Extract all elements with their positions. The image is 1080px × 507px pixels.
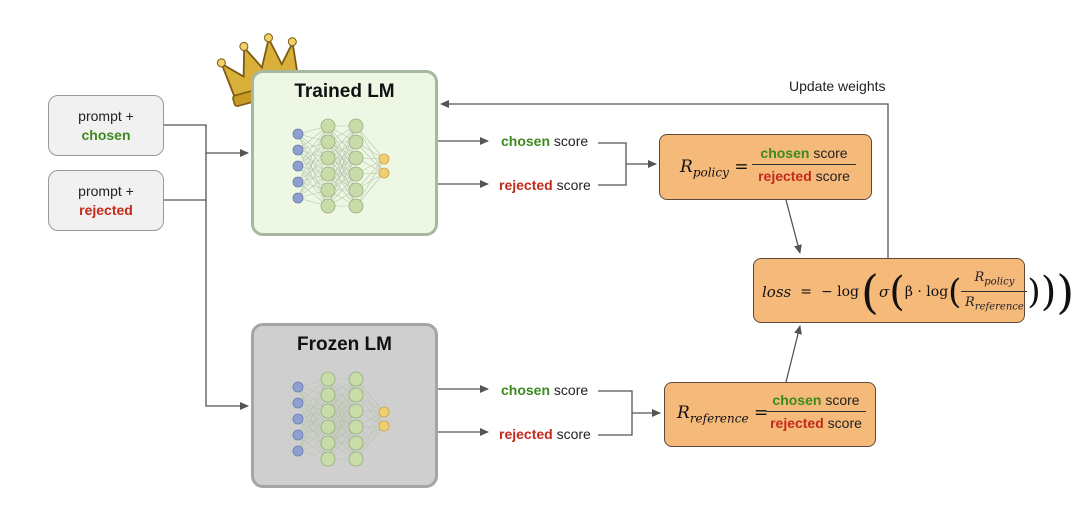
- policy-ratio-box: Rpolicy = chosen score rejected score: [659, 134, 872, 200]
- neuron-node: [378, 153, 390, 165]
- neuron-node: [320, 134, 336, 150]
- neural-net-icon: [292, 371, 390, 467]
- trained-chosen-score: chosen score: [501, 133, 589, 149]
- neuron-node: [292, 176, 304, 188]
- neuron-node: [292, 144, 304, 156]
- reference-fraction: chosen score rejected score: [763, 392, 869, 431]
- neuron-node: [348, 419, 364, 435]
- neuron-node: [320, 118, 336, 134]
- input-box-rejected: prompt + rejected: [48, 170, 164, 231]
- neuron-node: [320, 387, 336, 403]
- reference-symbol: Rreference =: [677, 403, 769, 426]
- reference-ratio-box: Rreference = chosen score rejected score: [664, 382, 876, 447]
- neuron-node: [378, 420, 390, 432]
- neuron-node: [348, 451, 364, 467]
- neuron-node: [320, 419, 336, 435]
- input-chosen-label: chosen: [81, 126, 131, 143]
- neuron-node: [292, 445, 304, 457]
- neuron-node: [348, 182, 364, 198]
- frozen-score-arrows: [438, 385, 661, 436]
- neuron-node: [348, 166, 364, 182]
- input-rejected-label: rejected: [79, 201, 133, 218]
- neuron-node: [348, 198, 364, 214]
- neuron-node: [348, 403, 364, 419]
- neuron-node: [320, 198, 336, 214]
- neuron-node: [348, 387, 364, 403]
- neuron-node: [292, 413, 304, 425]
- input-connectors: [164, 124, 249, 410]
- neuron-node: [320, 435, 336, 451]
- loss-arrows: [785, 199, 802, 383]
- neuron-node: [320, 150, 336, 166]
- neuron-node: [348, 435, 364, 451]
- neuron-node: [320, 403, 336, 419]
- neuron-node: [292, 397, 304, 409]
- policy-fraction: chosen score rejected score: [748, 145, 860, 184]
- neuron-node: [348, 150, 364, 166]
- trained-lm-box: Trained LM: [251, 70, 438, 236]
- neural-net-icon: [292, 118, 390, 214]
- trained-rejected-score: rejected score: [499, 177, 591, 193]
- neuron-node: [348, 134, 364, 150]
- neuron-node: [292, 192, 304, 204]
- neuron-node: [320, 182, 336, 198]
- update-weights-label: Update weights: [789, 78, 886, 94]
- neuron-node: [320, 166, 336, 182]
- trained-score-arrows: [438, 137, 657, 188]
- neuron-node: [292, 128, 304, 140]
- frozen-lm-title: Frozen LM: [297, 334, 392, 355]
- frozen-chosen-score: chosen score: [501, 382, 589, 398]
- input-prompt-label: prompt +: [78, 107, 134, 124]
- neuron-node: [348, 118, 364, 134]
- neuron-node: [378, 406, 390, 418]
- frozen-lm-box: Frozen LM: [251, 323, 438, 488]
- update-weights-arrow: [440, 100, 889, 258]
- frozen-rejected-score: rejected score: [499, 426, 591, 442]
- policy-symbol: Rpolicy =: [680, 157, 749, 180]
- neuron-node: [292, 160, 304, 172]
- neuron-node: [348, 371, 364, 387]
- input-prompt-label: prompt +: [78, 182, 134, 199]
- input-box-chosen: prompt + chosen: [48, 95, 164, 156]
- trained-lm-title: Trained LM: [294, 81, 395, 102]
- loss-formula: loss = − log ( σ ( β · log ( Rpolicy Rre…: [762, 264, 1075, 319]
- neuron-node: [292, 429, 304, 441]
- neuron-node: [292, 381, 304, 393]
- neuron-node: [320, 371, 336, 387]
- neuron-node: [320, 451, 336, 467]
- loss-box: loss = − log ( σ ( β · log ( Rpolicy Rre…: [753, 258, 1074, 323]
- neuron-node: [378, 167, 390, 179]
